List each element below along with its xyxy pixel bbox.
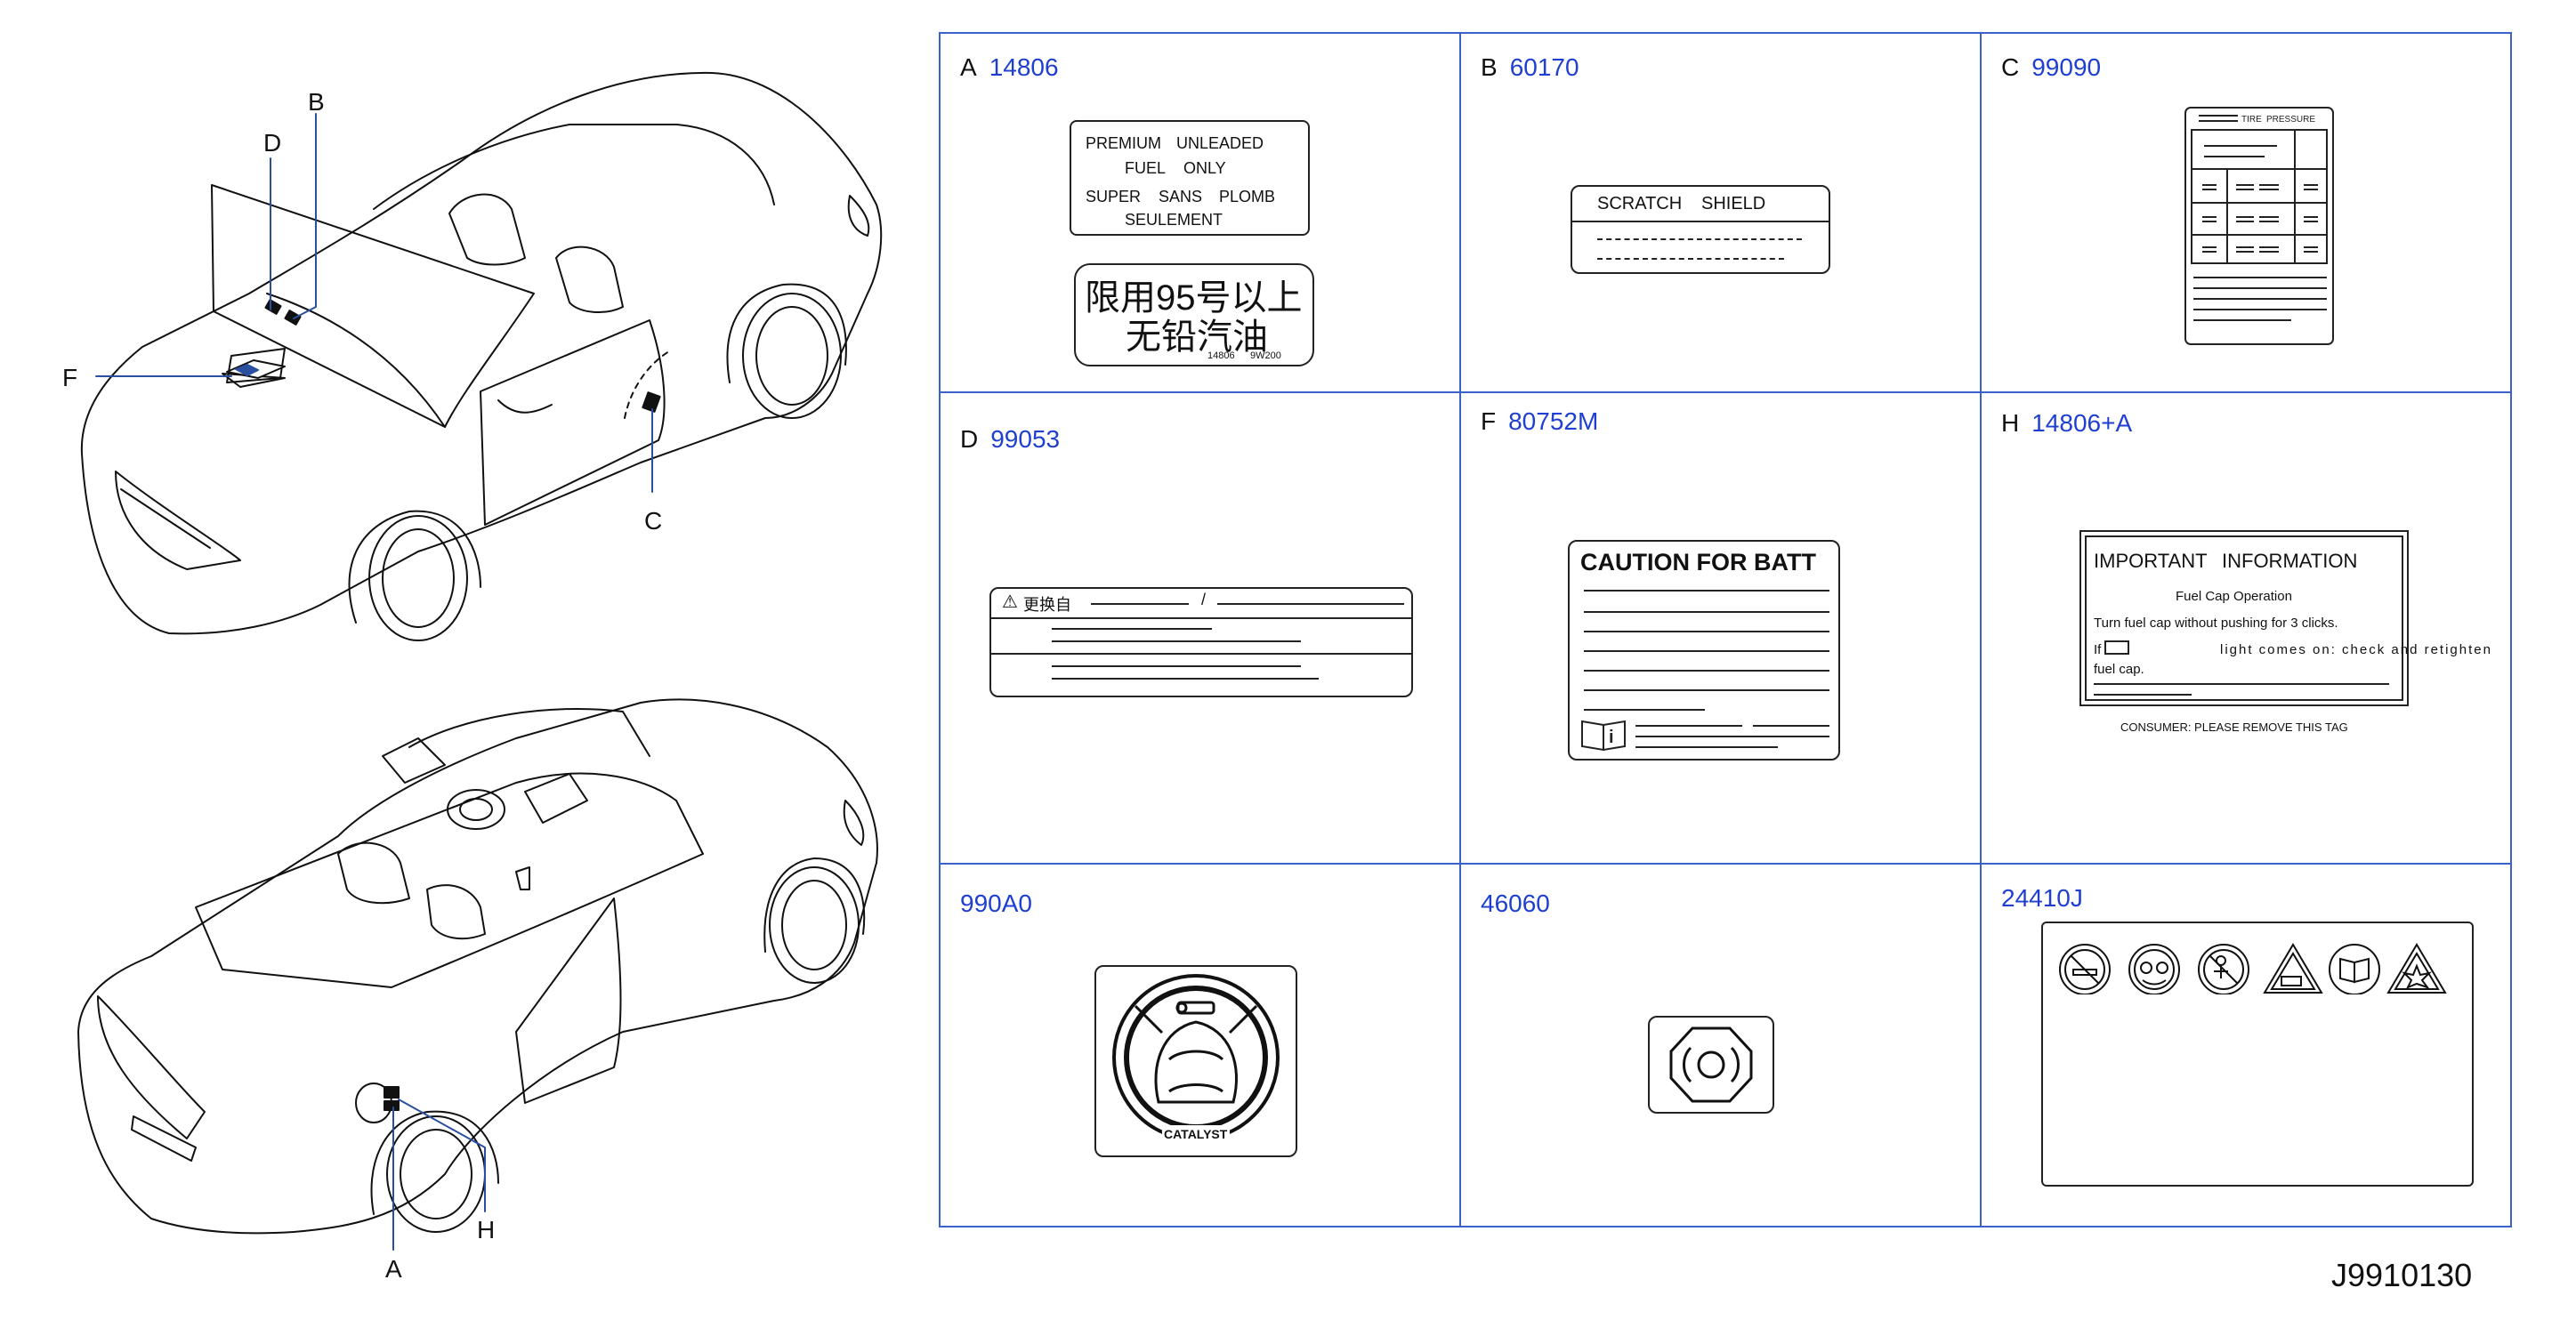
brake-warning-label xyxy=(1648,1016,1774,1114)
cell-f: F 80752M CAUTION FOR BATT i xyxy=(1461,393,1982,865)
cell-header: D 99053 xyxy=(960,425,1060,454)
callout-F: F xyxy=(62,364,77,391)
part-number[interactable]: 60170 xyxy=(1509,53,1579,81)
warning-label: ⚠ 更换自 / xyxy=(989,587,1413,697)
cell-brake: 46060 xyxy=(1461,865,1982,1226)
no-smoking-icon xyxy=(2059,944,2111,995)
warning-lamp-box xyxy=(2104,640,2129,655)
fuel-label-en: PREMIUM UNLEADED FUEL ONLY SUPER SANS PL… xyxy=(1070,120,1310,236)
label-text: PLOMB xyxy=(1219,188,1276,205)
eye-protection-icon xyxy=(2128,944,2180,995)
label-text: 限用95号以上 xyxy=(1085,278,1303,318)
part-number[interactable]: 46060 xyxy=(1481,889,1550,917)
label-text: UNLEADED xyxy=(1176,134,1264,152)
manual-info-icon: i xyxy=(1581,720,1626,752)
callout-B: B xyxy=(308,88,325,116)
cell-letter: H xyxy=(2001,409,2020,437)
part-number[interactable]: 99090 xyxy=(2031,53,2102,81)
label-text: CATALYST xyxy=(1164,1127,1228,1141)
label-text: 更换自 xyxy=(1023,596,1071,614)
brake-warning-icon xyxy=(1669,1026,1753,1103)
cell-letter: B xyxy=(1481,53,1498,81)
slash-mark: / xyxy=(1201,591,1207,608)
tire-pressure-label: TIRE PRESSURE xyxy=(2184,107,2334,345)
label-text: fuel cap. xyxy=(2094,662,2144,677)
read-manual-icon xyxy=(2329,944,2380,995)
cell-header: 46060 xyxy=(1481,889,1550,918)
catalyst-label: CATALYST xyxy=(1094,965,1297,1157)
diagram-id: J9910130 xyxy=(2331,1257,2473,1293)
part-number[interactable]: 14806 xyxy=(989,53,1059,81)
label-text: SANS xyxy=(1159,188,1203,205)
part-number[interactable]: 24410J xyxy=(2001,884,2083,912)
label-text: SEULEMENT xyxy=(1125,211,1223,229)
svg-text:i: i xyxy=(1609,728,1614,747)
part-number[interactable]: 99053 xyxy=(990,425,1061,453)
cell-letter: C xyxy=(2001,53,2020,81)
vehicle-bottom-view xyxy=(77,698,878,1235)
label-text: PREMIUM xyxy=(1086,134,1161,152)
cell-a: A 14806 PREMIUM UNLEADED FUEL ONLY SUPER … xyxy=(941,34,1461,393)
fuel-label-cn: 限用95号以上 无铅汽油 14806 9W200 xyxy=(1074,263,1314,366)
cell-d: D 99053 ⚠ 更换自 / xyxy=(941,393,1461,865)
vehicle-illustrations: D B F C H A xyxy=(62,71,883,1283)
battery-caution-label: CAUTION FOR BATT i xyxy=(1568,540,1840,761)
cell-header: 990A0 xyxy=(960,889,1032,918)
cell-letter: F xyxy=(1481,407,1497,435)
cell-h: H 14806+A IMPORTANT INFORMATION Fuel Cap … xyxy=(1982,393,2510,865)
cell-header: F 80752M xyxy=(1481,407,1598,436)
part-number[interactable]: 80752M xyxy=(1508,407,1599,435)
label-text: INFORMATION xyxy=(2222,550,2358,572)
cell-letter: A xyxy=(960,53,977,81)
acid-hazard-icon xyxy=(2263,943,2323,994)
callout-A: A xyxy=(385,1255,402,1283)
callout-C: C xyxy=(644,507,662,535)
label-text: 9W200 xyxy=(1250,350,1281,361)
cell-header: 24410J xyxy=(2001,884,2083,913)
part-number[interactable]: 14806+A xyxy=(2031,409,2133,437)
explosion-hazard-icon xyxy=(2386,943,2447,994)
cell-battery-warn: 24410J xyxy=(1982,865,2510,1226)
label-text: If xyxy=(2094,642,2102,657)
label-text: CAUTION FOR BATT xyxy=(1580,549,1816,575)
cell-header: B 60170 xyxy=(1481,53,1579,82)
cell-letter: D xyxy=(960,425,979,453)
vehicle-top-view xyxy=(80,71,883,641)
label-text: SUPER xyxy=(1086,188,1142,205)
callout-D: D xyxy=(263,129,281,157)
label-text: 14806 xyxy=(1207,350,1235,361)
battery-warning-label xyxy=(2041,922,2474,1187)
label-text: FUEL xyxy=(1125,159,1167,177)
battery-warning-icons xyxy=(2059,943,2447,995)
label-grid: A 14806 PREMIUM UNLEADED FUEL ONLY SUPER … xyxy=(939,32,2512,1227)
catalyst-car-icon xyxy=(1112,974,1280,1141)
label-text: Fuel Cap Operation xyxy=(2176,589,2292,604)
part-number[interactable]: 990A0 xyxy=(960,889,1032,917)
cell-header: C 99090 xyxy=(2001,53,2101,82)
scratch-shield-label: SCRATCH SHIELD xyxy=(1571,185,1830,274)
label-text: IMPORTANT xyxy=(2094,550,2208,572)
cell-c: C 99090 xyxy=(1982,34,2510,393)
label-text: light comes on: check and retighten xyxy=(2220,642,2492,657)
cell-header: H 14806+A xyxy=(2001,409,2132,438)
cell-header: A 14806 xyxy=(960,53,1059,82)
fuel-cap-info-label: IMPORTANT INFORMATION Fuel Cap Operation… xyxy=(2079,530,2491,734)
keep-children-away-icon xyxy=(2198,944,2249,995)
label-text: SHIELD xyxy=(1701,194,1766,213)
label-text: 无铅汽油 xyxy=(1126,318,1268,357)
cell-catalyst: 990A0 CATALYST xyxy=(941,865,1461,1226)
cell-b: B 60170 SCRATCH SHIELD xyxy=(1461,34,1982,393)
label-text: SCRATCH xyxy=(1597,194,1683,213)
label-text: PRESSURE xyxy=(2266,115,2315,125)
label-text: TIRE xyxy=(2241,115,2262,125)
label-text: Turn fuel cap without pushing for 3 clic… xyxy=(2094,616,2338,631)
callout-H: H xyxy=(477,1216,495,1244)
label-text: ONLY xyxy=(1183,159,1226,177)
label-text: CONSUMER: PLEASE REMOVE THIS TAG xyxy=(2120,720,2348,734)
warning-triangle-icon: ⚠ xyxy=(1002,592,1018,612)
